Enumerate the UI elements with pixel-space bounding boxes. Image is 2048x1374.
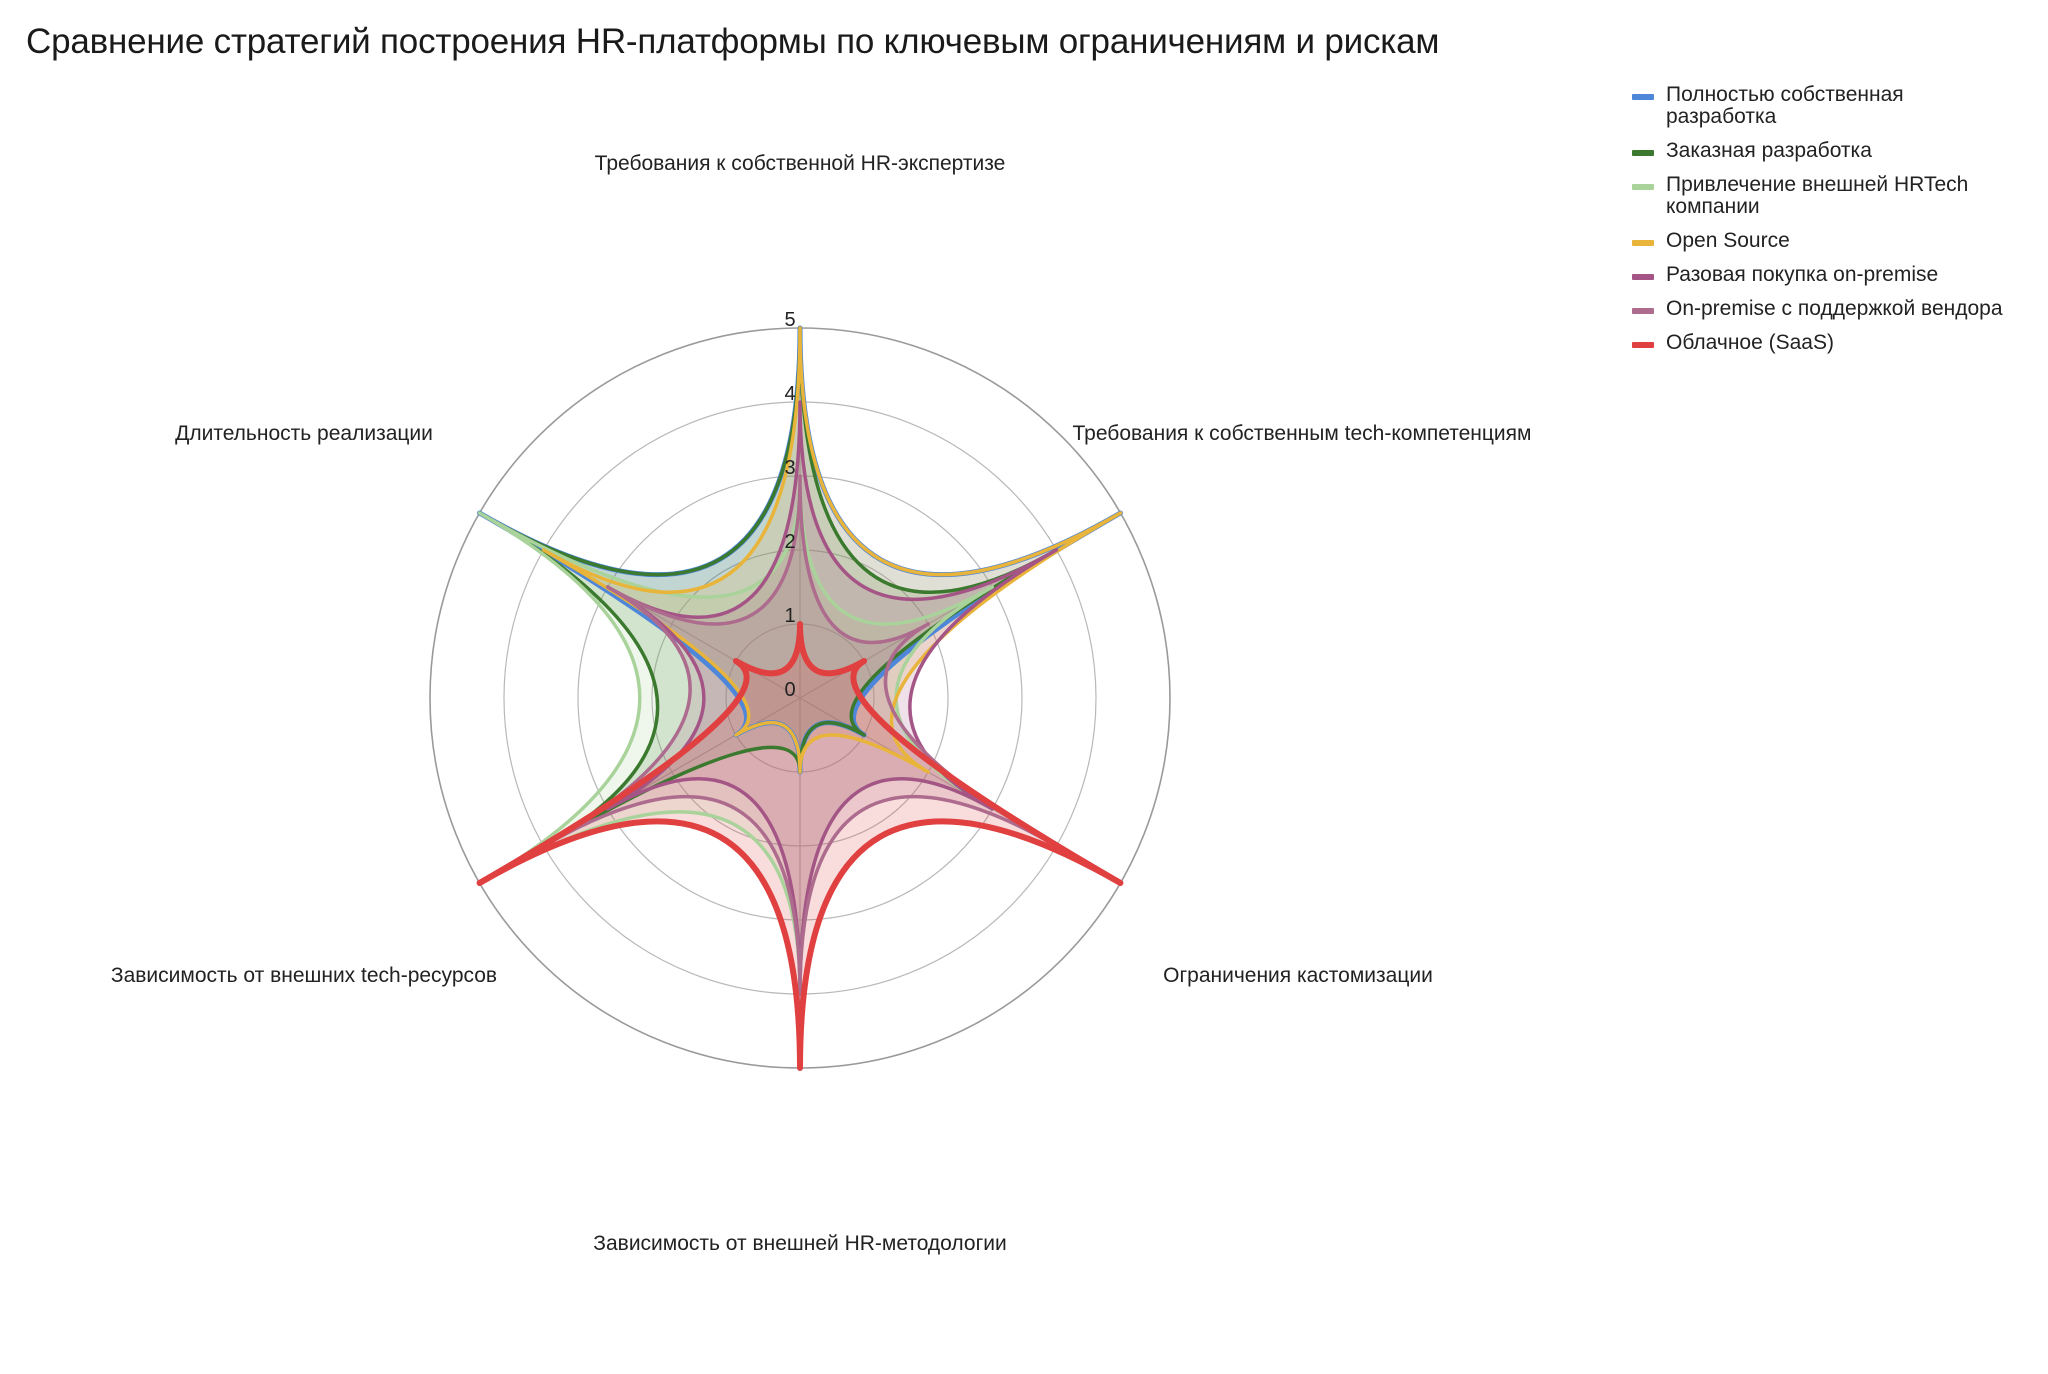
- tick-label-1: 1: [784, 605, 795, 627]
- series-area-5: [543, 476, 1057, 994]
- legend-item[interactable]: Заказная разработка: [1632, 140, 2032, 162]
- series-area-3: [543, 328, 1121, 772]
- legend-item[interactable]: Привлечение внешней HRTech компании: [1632, 174, 2032, 218]
- axis-label-5: Длительность реализации: [175, 422, 433, 445]
- axis-label-2: Ограничения кастомизации: [1163, 964, 1433, 987]
- series-line-2: [477, 474, 995, 996]
- tick-label-3: 3: [784, 457, 795, 479]
- series-line-3: [541, 326, 1123, 774]
- radar-chart: 0 1 2 3 4 5 Требования к собственной HR-экспе…: [111, 152, 1532, 1255]
- legend-swatch: [1632, 342, 1654, 348]
- legend-swatch: [1632, 94, 1654, 100]
- axis-label-3: Зависимость от внешней HR-методологии: [593, 1232, 1006, 1255]
- radial-ticks: 0 1 2 3 4 5: [784, 309, 795, 701]
- legend-swatch: [1632, 184, 1654, 190]
- legend-label: Привлечение внешней HRTech компании: [1666, 173, 1969, 218]
- legend-swatch: [1632, 274, 1654, 280]
- axis-label-4: Зависимость от внешних tech-ресурсов: [111, 964, 497, 987]
- legend-item[interactable]: Open Source: [1632, 230, 2032, 252]
- legend-label: On-premise с поддержкой вендора: [1666, 297, 2003, 320]
- legend-label: Open Source: [1666, 229, 1790, 252]
- series-line-6: [476, 621, 1124, 1071]
- axis-labels: Требования к собственной HR-экспертизеТр…: [111, 152, 1532, 1255]
- legend-swatch: [1632, 308, 1654, 314]
- legend-item[interactable]: On-premise с поддержкой вендора: [1632, 298, 2032, 320]
- legend-label: Заказная разработка: [1666, 139, 1872, 162]
- series-area-6: [479, 624, 1121, 1068]
- legend-swatch: [1632, 240, 1654, 246]
- chart-title: Сравнение стратегий построения HR-платфо…: [26, 22, 1440, 61]
- tick-label-4: 4: [784, 383, 795, 405]
- axis-label-0: Требования к собственной HR-экспертизе: [595, 152, 1006, 175]
- axis-label-1: Требования к собственным tech-компетенци…: [1073, 422, 1532, 445]
- legend-label: Разовая покупка on-premise: [1666, 263, 1939, 286]
- tick-label-0: 0: [784, 679, 795, 701]
- tick-label-2: 2: [784, 531, 795, 553]
- legend-item[interactable]: Полностью собственная разработка: [1632, 84, 2032, 128]
- series-area-0: [479, 328, 1121, 772]
- legend-label: Полностью собственная разработка: [1666, 83, 1904, 128]
- legend-item[interactable]: Разовая покупка on-premise: [1632, 264, 2032, 286]
- legend-label: Облачное (SaaS): [1666, 331, 1834, 354]
- legend-item[interactable]: Облачное (SaaS): [1632, 332, 2032, 354]
- series-line-5: [541, 474, 1059, 996]
- series-area-1: [479, 328, 1057, 846]
- tick-label-5: 5: [784, 309, 795, 331]
- series-lines: [476, 325, 1124, 1071]
- series-area-4: [607, 402, 1057, 994]
- legend-swatch: [1632, 150, 1654, 156]
